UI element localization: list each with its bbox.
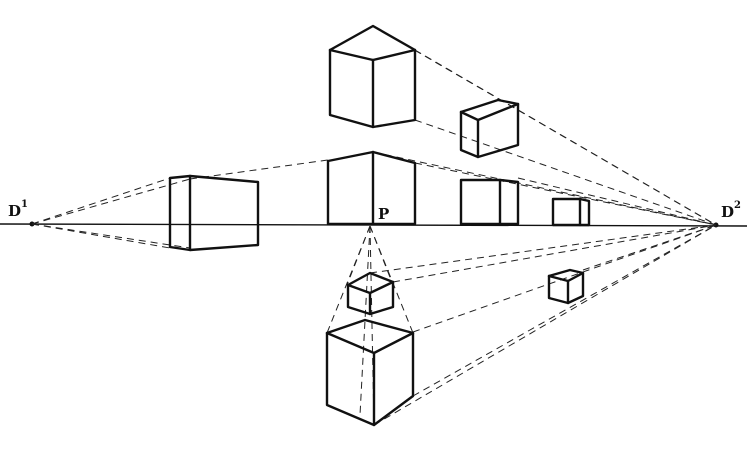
cube-below-right xyxy=(547,268,585,305)
cube-below-large xyxy=(325,318,415,427)
cube-top-large xyxy=(328,24,417,129)
cube-horizon-center xyxy=(326,150,417,226)
construction-lines-left xyxy=(31,159,329,249)
label-d2: D xyxy=(721,203,734,221)
label-d1-superscript: 1 xyxy=(21,199,28,210)
label-p: P xyxy=(378,205,389,223)
label-d2-superscript: 2 xyxy=(734,200,741,211)
construction-lines-center xyxy=(326,225,414,426)
construction-lines-right-lower xyxy=(369,224,717,426)
cube-horizon-left xyxy=(168,174,260,252)
cube-top-small xyxy=(459,98,520,159)
construction-lines-right-upper xyxy=(372,25,717,226)
label-d1: D xyxy=(8,202,21,220)
cube-below-small xyxy=(346,271,395,316)
cube-horizon-right xyxy=(459,178,520,226)
cube-horizon-far-right xyxy=(551,197,591,227)
